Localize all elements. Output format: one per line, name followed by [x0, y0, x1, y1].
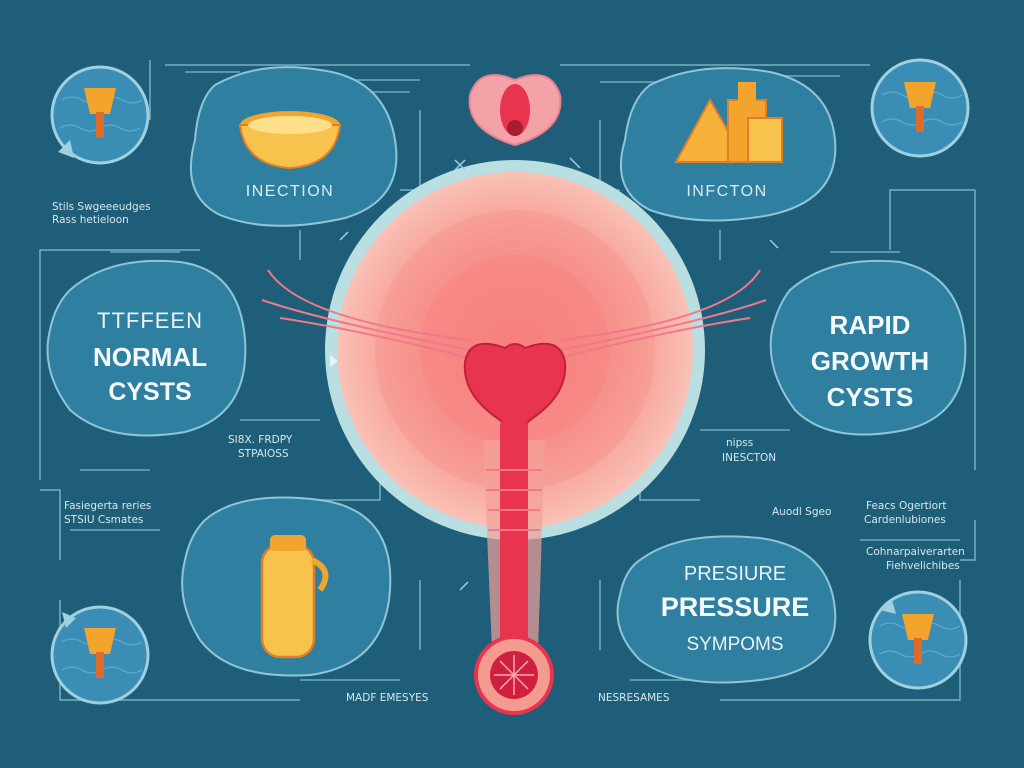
card-mid-right-line3: CYSTS: [826, 382, 914, 412]
card-mid-left-line2: NORMAL: [92, 342, 208, 372]
pointer-mark: [330, 355, 338, 367]
bubble-mid-left: [46, 259, 247, 437]
card-mid-right-line2: GROWTH: [810, 346, 930, 376]
card-mid-left-line3: CYSTS: [108, 378, 192, 406]
corner-badges: [50, 58, 970, 705]
note-right-bottom-c2: Fiehvelichibes: [886, 560, 960, 572]
note-right-bottom-a: Auodl Sgeo: [772, 506, 832, 518]
note-right-bottom-b2: Cardenlubiones: [864, 514, 946, 526]
tube-icon: [84, 82, 936, 678]
note-right-bottom-c1: Cohnarpaiverarten: [866, 546, 965, 558]
card-bottom-right-line3: SYMPOMS: [686, 634, 784, 655]
note-right-mid-2: INESCTON: [722, 452, 777, 464]
note-bottom-center-left: MADF EMESYES: [346, 692, 429, 704]
note-center-left-1: SI8X. FRDPY: [228, 434, 293, 446]
note-right-mid-1: nipss: [726, 437, 754, 449]
note-left-top-1: Stils Swgeeeudges: [52, 201, 151, 213]
uterus: [463, 342, 567, 715]
card-mid-right-line1: RAPID: [829, 310, 911, 340]
bubble-mid-right: [769, 259, 967, 436]
card-title-top-right: INFCTON: [686, 183, 768, 200]
capsule-icon: [260, 535, 329, 659]
card-mid-left-line1: TTFFEEN: [97, 308, 203, 333]
organ-icon: [468, 74, 562, 147]
pyramid-blocks-icon: [674, 82, 783, 163]
note-left-bottom-1: Fasiegerta reries: [64, 500, 152, 512]
card-bottom-right-line2: PRESSURE: [660, 592, 810, 622]
note-left-bottom-2: STSIU Csmates: [64, 514, 144, 526]
bowl-icon: [238, 111, 342, 170]
bubble-bottom-right: [616, 535, 837, 684]
card-bottom-right-line1: PRESIURE: [683, 563, 787, 585]
card-title-top-left: INECTION: [245, 183, 335, 200]
note-right-bottom-b1: Feacs Ogertiort: [866, 500, 947, 512]
note-left-top-2: Rass hetieloon: [52, 214, 129, 226]
tube-fibers: [261, 269, 767, 359]
note-bottom-center-right: NESRESAMES: [598, 692, 670, 704]
sparkle-marks: [339, 157, 779, 591]
note-center-left-2: STPAIOSS: [238, 448, 289, 460]
